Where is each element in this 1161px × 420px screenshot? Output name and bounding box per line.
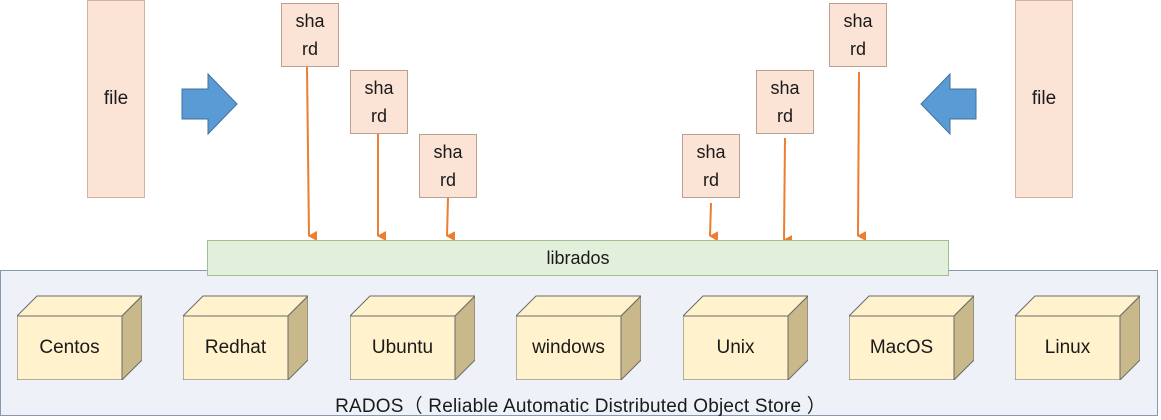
shard-label: shard [696, 142, 726, 190]
file-box-left: file [87, 0, 145, 198]
file-label: file [103, 88, 129, 109]
shard-arrow [306, 66, 318, 241]
os-label: Linux [1044, 337, 1091, 358]
os-node-centos: Centos [17, 294, 142, 380]
shard-arrow [857, 71, 867, 242]
cube-shape [683, 295, 808, 380]
shard-label: shard [433, 142, 463, 190]
os-label: MacOS [869, 337, 934, 358]
shard-label: shard [843, 11, 873, 59]
os-label: windows [532, 337, 605, 358]
cube-shape [350, 295, 475, 380]
right-block-arrow-icon [181, 72, 238, 136]
os-node-macos: MacOS [849, 294, 974, 380]
os-node-windows: windows [516, 294, 641, 380]
shard-box: shard [350, 70, 408, 134]
shard-arrow [783, 137, 793, 246]
shard-label: shard [295, 11, 325, 59]
os-label: Redhat [204, 337, 267, 358]
shard-box: shard [281, 3, 339, 67]
shard-arrow [446, 197, 456, 242]
left-block-arrow-icon [920, 72, 977, 136]
librados-layer: librados [207, 240, 949, 276]
shard-arrow [709, 202, 719, 242]
shard-box: shard [419, 134, 477, 198]
file-box-right: file [1015, 0, 1073, 198]
shard-box: shard [756, 70, 814, 134]
os-label: Centos [39, 337, 100, 358]
os-label: Ubuntu [371, 337, 434, 358]
os-node-unix: Unix [683, 294, 808, 380]
cube-shape [17, 295, 142, 380]
shard-box: shard [829, 3, 887, 67]
rados-label: RADOS（ Reliable Automatic Distributed Ob… [335, 396, 826, 417]
librados-label: librados [546, 247, 610, 268]
cube-shape [849, 295, 974, 380]
cube-shape [183, 295, 308, 380]
os-node-linux: Linux [1015, 294, 1140, 380]
file-label: file [1031, 88, 1057, 109]
cube-shape [516, 295, 641, 380]
shard-box: shard [682, 134, 740, 198]
os-label: Unix [716, 337, 755, 358]
os-node-ubuntu: Ubuntu [350, 294, 475, 380]
cube-shape [1015, 295, 1140, 380]
os-node-redhat: Redhat [183, 294, 308, 380]
shard-label: shard [770, 78, 800, 126]
shard-label: shard [364, 78, 394, 126]
